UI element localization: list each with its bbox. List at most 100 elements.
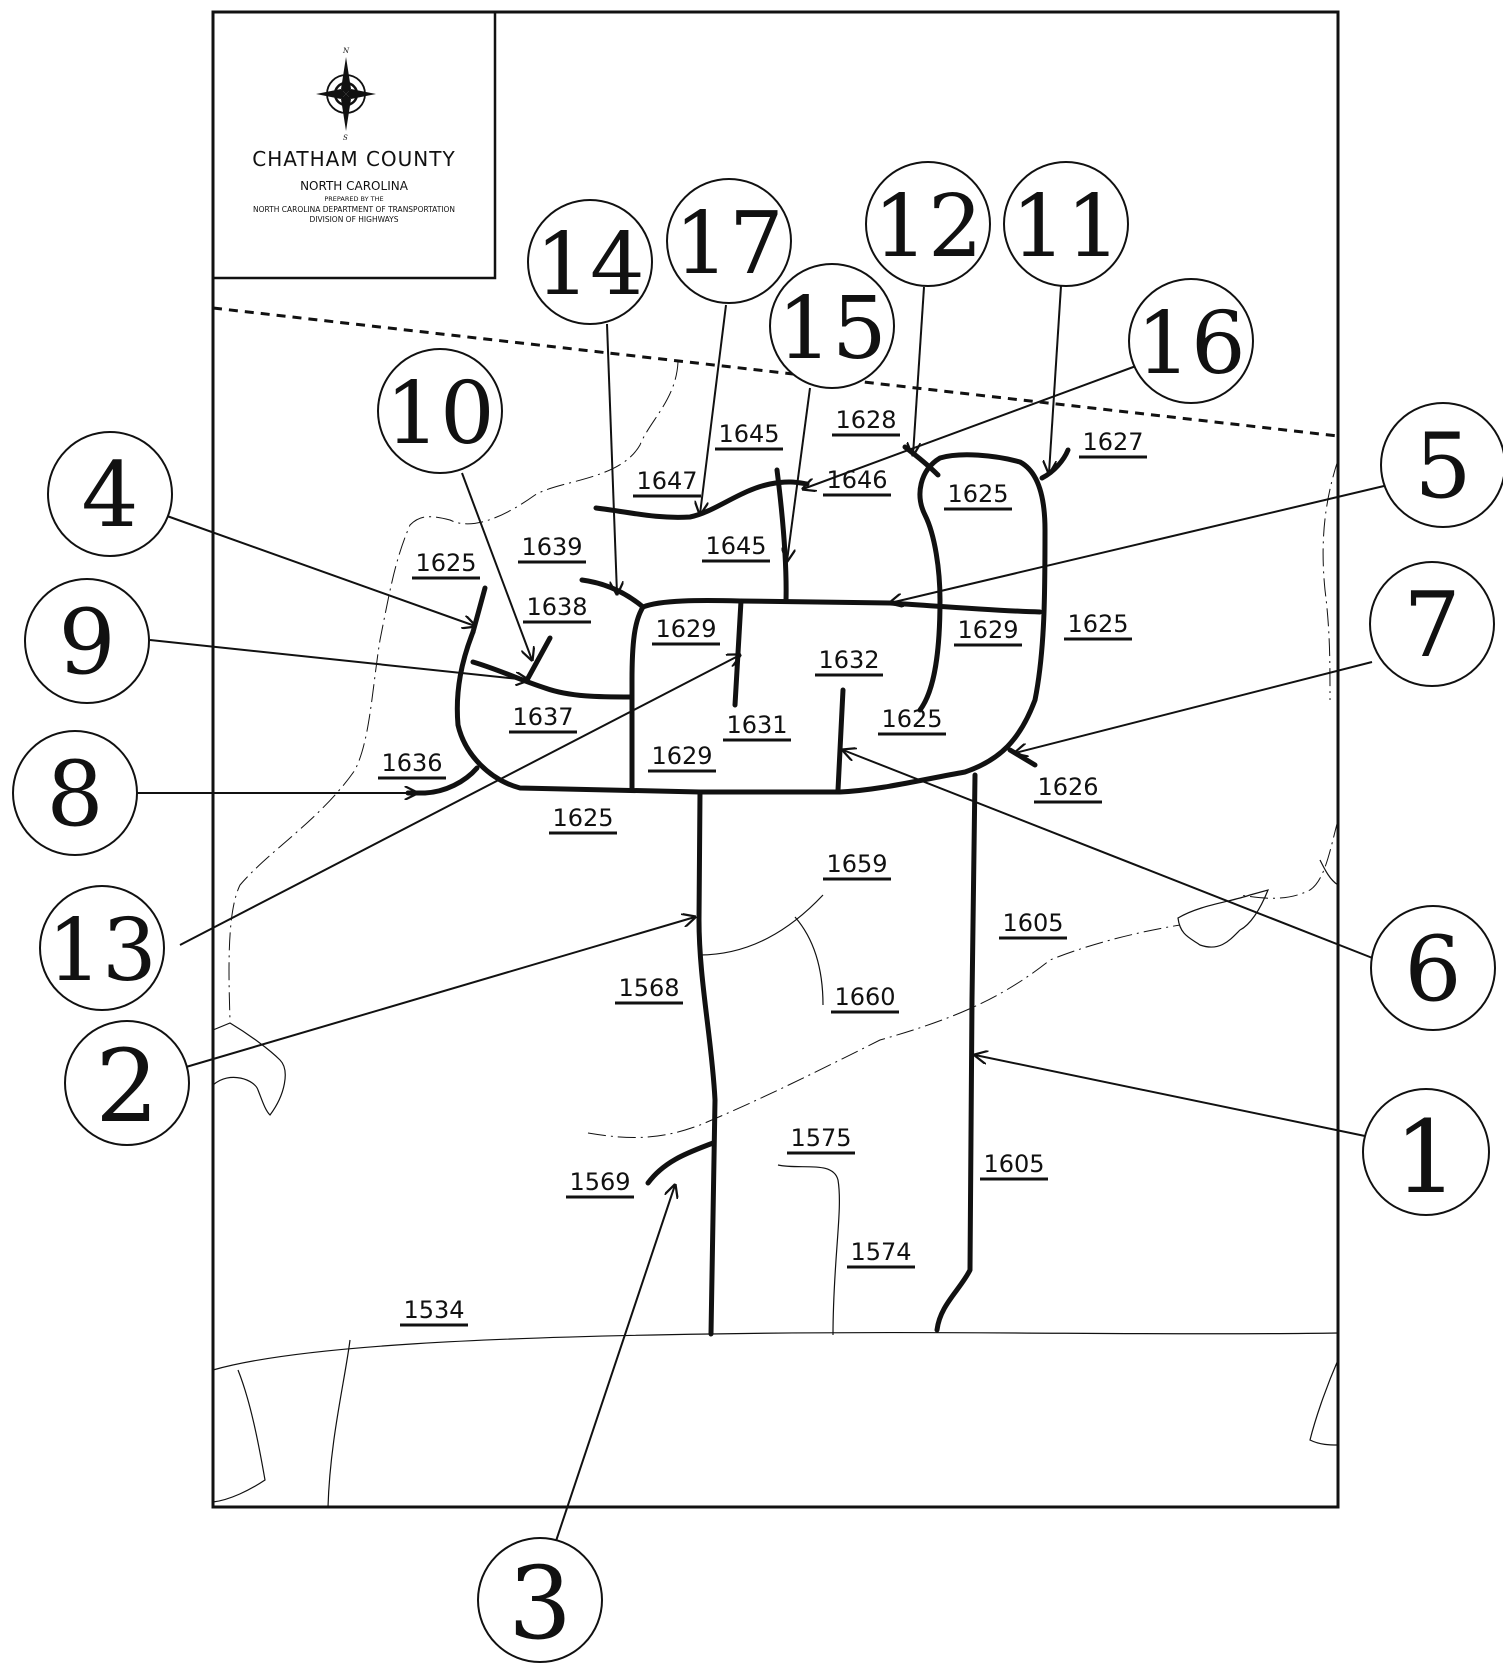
title-block: N S CHATHAM COUNTY NORTH CAROLINA PREPAR… bbox=[211, 10, 497, 280]
road-label-1629: 1629 bbox=[954, 616, 1022, 647]
road-label-1568: 1568 bbox=[615, 974, 683, 1005]
road-label-1625: 1625 bbox=[412, 549, 480, 580]
road-label-1534: 1534 bbox=[400, 1296, 468, 1327]
county-title: CHATHAM COUNTY bbox=[252, 147, 455, 171]
compass-south-letter: S bbox=[343, 134, 348, 142]
callout-4: 4 bbox=[47, 431, 173, 557]
callout-6: 6 bbox=[1370, 905, 1496, 1031]
major-roads bbox=[405, 444, 1071, 1337]
callout-14-label: 14 bbox=[535, 215, 644, 315]
leader-lines bbox=[136, 285, 1385, 1542]
road-label-text: 1631 bbox=[726, 711, 787, 739]
leader-4 bbox=[166, 515, 475, 626]
road-label-text: 1625 bbox=[1067, 610, 1128, 638]
leader-15 bbox=[787, 387, 811, 561]
callout-5-label: 5 bbox=[1414, 414, 1471, 519]
compass-north-letter: N bbox=[342, 47, 350, 55]
road-label-1645: 1645 bbox=[702, 532, 770, 563]
road-label-1645: 1645 bbox=[715, 420, 783, 451]
state-title: NORTH CAROLINA bbox=[300, 179, 409, 193]
road-label-1629: 1629 bbox=[648, 742, 716, 773]
road-1568 bbox=[696, 789, 718, 1337]
road-label-text: 1627 bbox=[1082, 428, 1143, 456]
road-label-text: 1628 bbox=[835, 406, 896, 434]
road-label-1605: 1605 bbox=[999, 909, 1067, 940]
road-1626 bbox=[1007, 747, 1038, 768]
callout-15-label: 15 bbox=[777, 279, 886, 379]
callout-9-label: 9 bbox=[58, 590, 115, 695]
road-1639 bbox=[579, 577, 646, 610]
title-box bbox=[211, 10, 497, 280]
road-label-1639: 1639 bbox=[518, 533, 586, 564]
callout-7: 7 bbox=[1369, 561, 1495, 687]
callout-6-label: 6 bbox=[1404, 917, 1461, 1022]
road-label-1637: 1637 bbox=[509, 703, 577, 734]
road-label-text: 1574 bbox=[850, 1238, 911, 1266]
road-1645 bbox=[774, 467, 789, 604]
leader-14 bbox=[606, 323, 617, 594]
road-1637 bbox=[470, 659, 635, 700]
callout-7-label: 7 bbox=[1403, 573, 1460, 678]
callout-2: 2 bbox=[64, 1020, 190, 1146]
leader-5 bbox=[890, 485, 1385, 603]
road-label-1631: 1631 bbox=[723, 711, 791, 742]
road-label-text: 1569 bbox=[569, 1168, 630, 1196]
road-label-text: 1605 bbox=[1002, 909, 1063, 937]
road-label-1629: 1629 bbox=[652, 615, 720, 646]
road-1625-loop bbox=[454, 452, 1048, 795]
road-label-1632: 1632 bbox=[815, 646, 883, 677]
road-1627 bbox=[1039, 447, 1071, 481]
road-label-text: 1632 bbox=[818, 646, 879, 674]
road-label-1638: 1638 bbox=[523, 593, 591, 624]
callout-9: 9 bbox=[24, 578, 150, 704]
leader-16 bbox=[803, 365, 1137, 489]
road-label-1605: 1605 bbox=[980, 1150, 1048, 1181]
road-label-1636: 1636 bbox=[378, 749, 446, 780]
county-boundary-line bbox=[212, 306, 1339, 438]
road-label-text: 1626 bbox=[1037, 773, 1098, 801]
minor-roads bbox=[212, 859, 1339, 1508]
road-label-text: 1629 bbox=[957, 616, 1018, 644]
road-label-text: 1625 bbox=[415, 549, 476, 577]
road-1629-west bbox=[629, 604, 646, 793]
road-label-text: 1645 bbox=[705, 532, 766, 560]
leader-17 bbox=[700, 304, 727, 514]
road-label-text: 1647 bbox=[636, 467, 697, 495]
callout-8-label: 8 bbox=[46, 742, 103, 847]
leader-10 bbox=[461, 472, 532, 660]
road-1638 bbox=[524, 635, 553, 683]
road-label-1574: 1574 bbox=[847, 1238, 915, 1269]
road-label-1647: 1647 bbox=[633, 467, 701, 498]
road-label-1660: 1660 bbox=[831, 983, 899, 1014]
road-label-1569: 1569 bbox=[566, 1168, 634, 1199]
callout-17-label: 17 bbox=[674, 194, 783, 294]
callout-13-label: 13 bbox=[47, 901, 156, 1001]
road-label-text: 1636 bbox=[381, 749, 442, 777]
callout-1-label: 1 bbox=[1394, 1099, 1458, 1216]
callout-8: 8 bbox=[12, 730, 138, 856]
prepared-by-text: PREPARED BY THE bbox=[324, 195, 383, 203]
road-label-1659: 1659 bbox=[823, 850, 891, 881]
callout-12: 12 bbox=[865, 161, 991, 287]
road-label-1625: 1625 bbox=[878, 705, 946, 736]
road-label-text: 1629 bbox=[651, 742, 712, 770]
leader-3 bbox=[555, 1185, 675, 1542]
road-label-text: 1575 bbox=[790, 1124, 851, 1152]
callout-10: 10 bbox=[377, 348, 503, 474]
road-label-text: 1646 bbox=[826, 466, 887, 494]
road-label-text: 1605 bbox=[983, 1150, 1044, 1178]
leader-13 bbox=[179, 655, 740, 946]
callout-11-label: 11 bbox=[1011, 177, 1120, 277]
road-label-1625: 1625 bbox=[549, 804, 617, 835]
leader-6 bbox=[843, 750, 1376, 960]
road-label-text: 1639 bbox=[521, 533, 582, 561]
leader-1 bbox=[975, 1055, 1366, 1137]
road-label-1625: 1625 bbox=[1064, 610, 1132, 641]
road-label-1628: 1628 bbox=[832, 406, 900, 437]
road-label-text: 1659 bbox=[826, 850, 887, 878]
leader-2 bbox=[185, 917, 695, 1068]
department-text: NORTH CAROLINA DEPARTMENT OF TRANSPORTAT… bbox=[253, 205, 455, 214]
callout-1: 1 bbox=[1362, 1088, 1490, 1216]
leader-9 bbox=[149, 639, 528, 680]
